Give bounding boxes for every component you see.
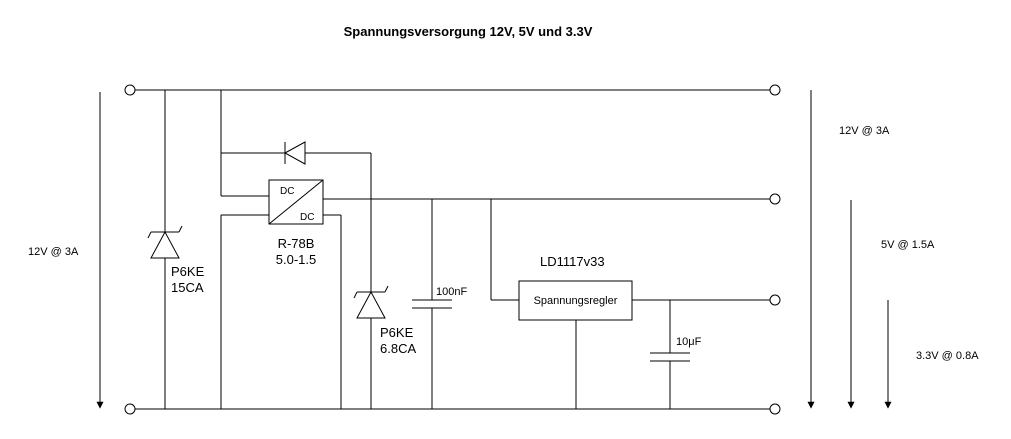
wires <box>135 89 770 410</box>
terminal-out-12v <box>769 84 781 96</box>
capacitor-10uf <box>650 352 690 362</box>
input-voltage-label: 12V @ 3A <box>28 246 79 258</box>
tvs-diode-5v <box>353 285 389 319</box>
tvs-input-value: 15CA <box>171 280 204 295</box>
terminal-in-gnd <box>124 403 136 415</box>
capacitor-100nf <box>412 299 452 309</box>
capacitor-10uf-value: 10μF <box>676 336 702 348</box>
terminals <box>124 84 781 415</box>
regulator-box <box>518 280 633 321</box>
dcdc-name: R-78B <box>278 236 315 251</box>
regulator-name: LD1117v33 <box>540 254 605 269</box>
terminal-in-12v <box>124 84 136 96</box>
dcdc-out-label: DC <box>300 212 314 223</box>
terminal-out-gnd <box>769 403 781 415</box>
output-5v-label: 5V @ 1.5A <box>881 239 935 251</box>
tvs-input-type: P6KE <box>171 264 205 279</box>
tvs-diode-input <box>147 225 183 259</box>
tvs-5v-type: P6KE <box>380 325 414 340</box>
tvs-5v-value: 6.8CA <box>380 341 416 356</box>
terminal-out-3v3 <box>769 294 781 306</box>
diagram-title: Spannungsversorgung 12V, 5V und 3.3V <box>344 24 593 39</box>
dcdc-in-label: DC <box>280 186 294 197</box>
output-3v3-label: 3.3V @ 0.8A <box>916 350 979 362</box>
terminal-out-5v <box>769 193 781 205</box>
voltage-regulator <box>518 280 633 321</box>
output-12v-label: 12V @ 3A <box>839 125 890 137</box>
dcdc-value: 5.0-1.5 <box>276 252 316 267</box>
capacitor-100nf-value: 100nF <box>436 286 467 298</box>
regulator-label: Spannungsregler <box>534 295 618 307</box>
dcdc-converter <box>268 179 324 225</box>
voltage-arrows <box>96 90 892 409</box>
diode <box>283 141 306 165</box>
